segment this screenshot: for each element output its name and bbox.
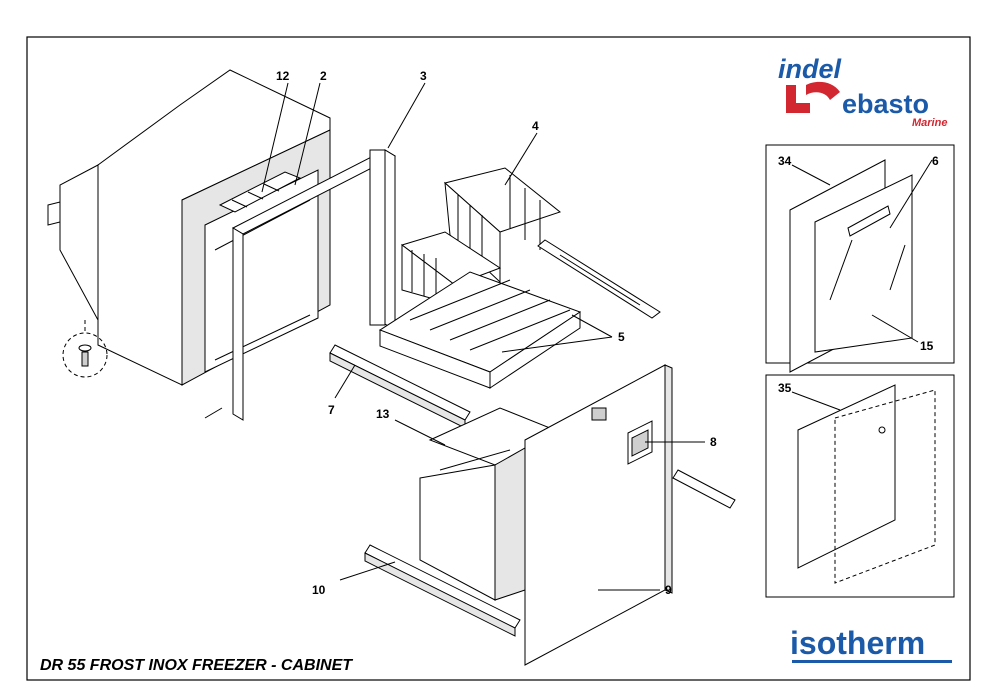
callout-8: 8 [710, 435, 717, 449]
lower-slide-rail [364, 544, 521, 637]
leader-lines [261, 82, 933, 591]
upper-basket [443, 167, 562, 284]
webasto-w-mark [786, 81, 840, 113]
indel-webasto-logo: indel ebasto Marine [778, 54, 947, 129]
cabinet-front-frame [231, 149, 397, 421]
callout-2: 2 [320, 69, 327, 83]
callout-15: 15 [920, 339, 934, 353]
inset-door-box [765, 144, 955, 364]
marine-wordmark: Marine [912, 117, 947, 129]
cabinet-vent-grill [218, 171, 302, 213]
isotherm-underline [792, 660, 952, 663]
callout-12: 12 [276, 69, 290, 83]
webasto-wordmark: ebasto [842, 89, 929, 119]
isotherm-wordmark: isotherm [790, 625, 925, 661]
callout-10: 10 [312, 583, 326, 597]
callout-9: 9 [665, 583, 672, 597]
callout-34: 34 [778, 154, 792, 168]
drawing-title: DR 55 FROST INOX FREEZER - CABINET [40, 657, 353, 674]
drawer-body [419, 407, 562, 601]
callout-3: 3 [420, 69, 427, 83]
upper-rail [537, 239, 661, 319]
callout-7: 7 [328, 403, 335, 417]
callout-35: 35 [778, 381, 792, 395]
drawing-frame [26, 36, 971, 681]
cabinet-body [47, 69, 331, 386]
callout-4: 4 [532, 119, 539, 133]
inset-door-assembly [789, 159, 913, 373]
isotherm-logo: isotherm [790, 625, 952, 663]
right-slide-rail [672, 469, 736, 509]
cabinet-feet-detail [62, 320, 223, 419]
callout-5: 5 [618, 330, 625, 344]
callout-6: 6 [932, 154, 939, 168]
inset-panel-box [765, 374, 955, 598]
drawer-handle [627, 420, 653, 465]
indel-wordmark: indel [778, 54, 842, 84]
drawer-front-panel [524, 364, 673, 666]
shelf-tray [378, 271, 582, 389]
inset-panel-assembly [797, 384, 936, 584]
callout-13: 13 [376, 407, 390, 421]
